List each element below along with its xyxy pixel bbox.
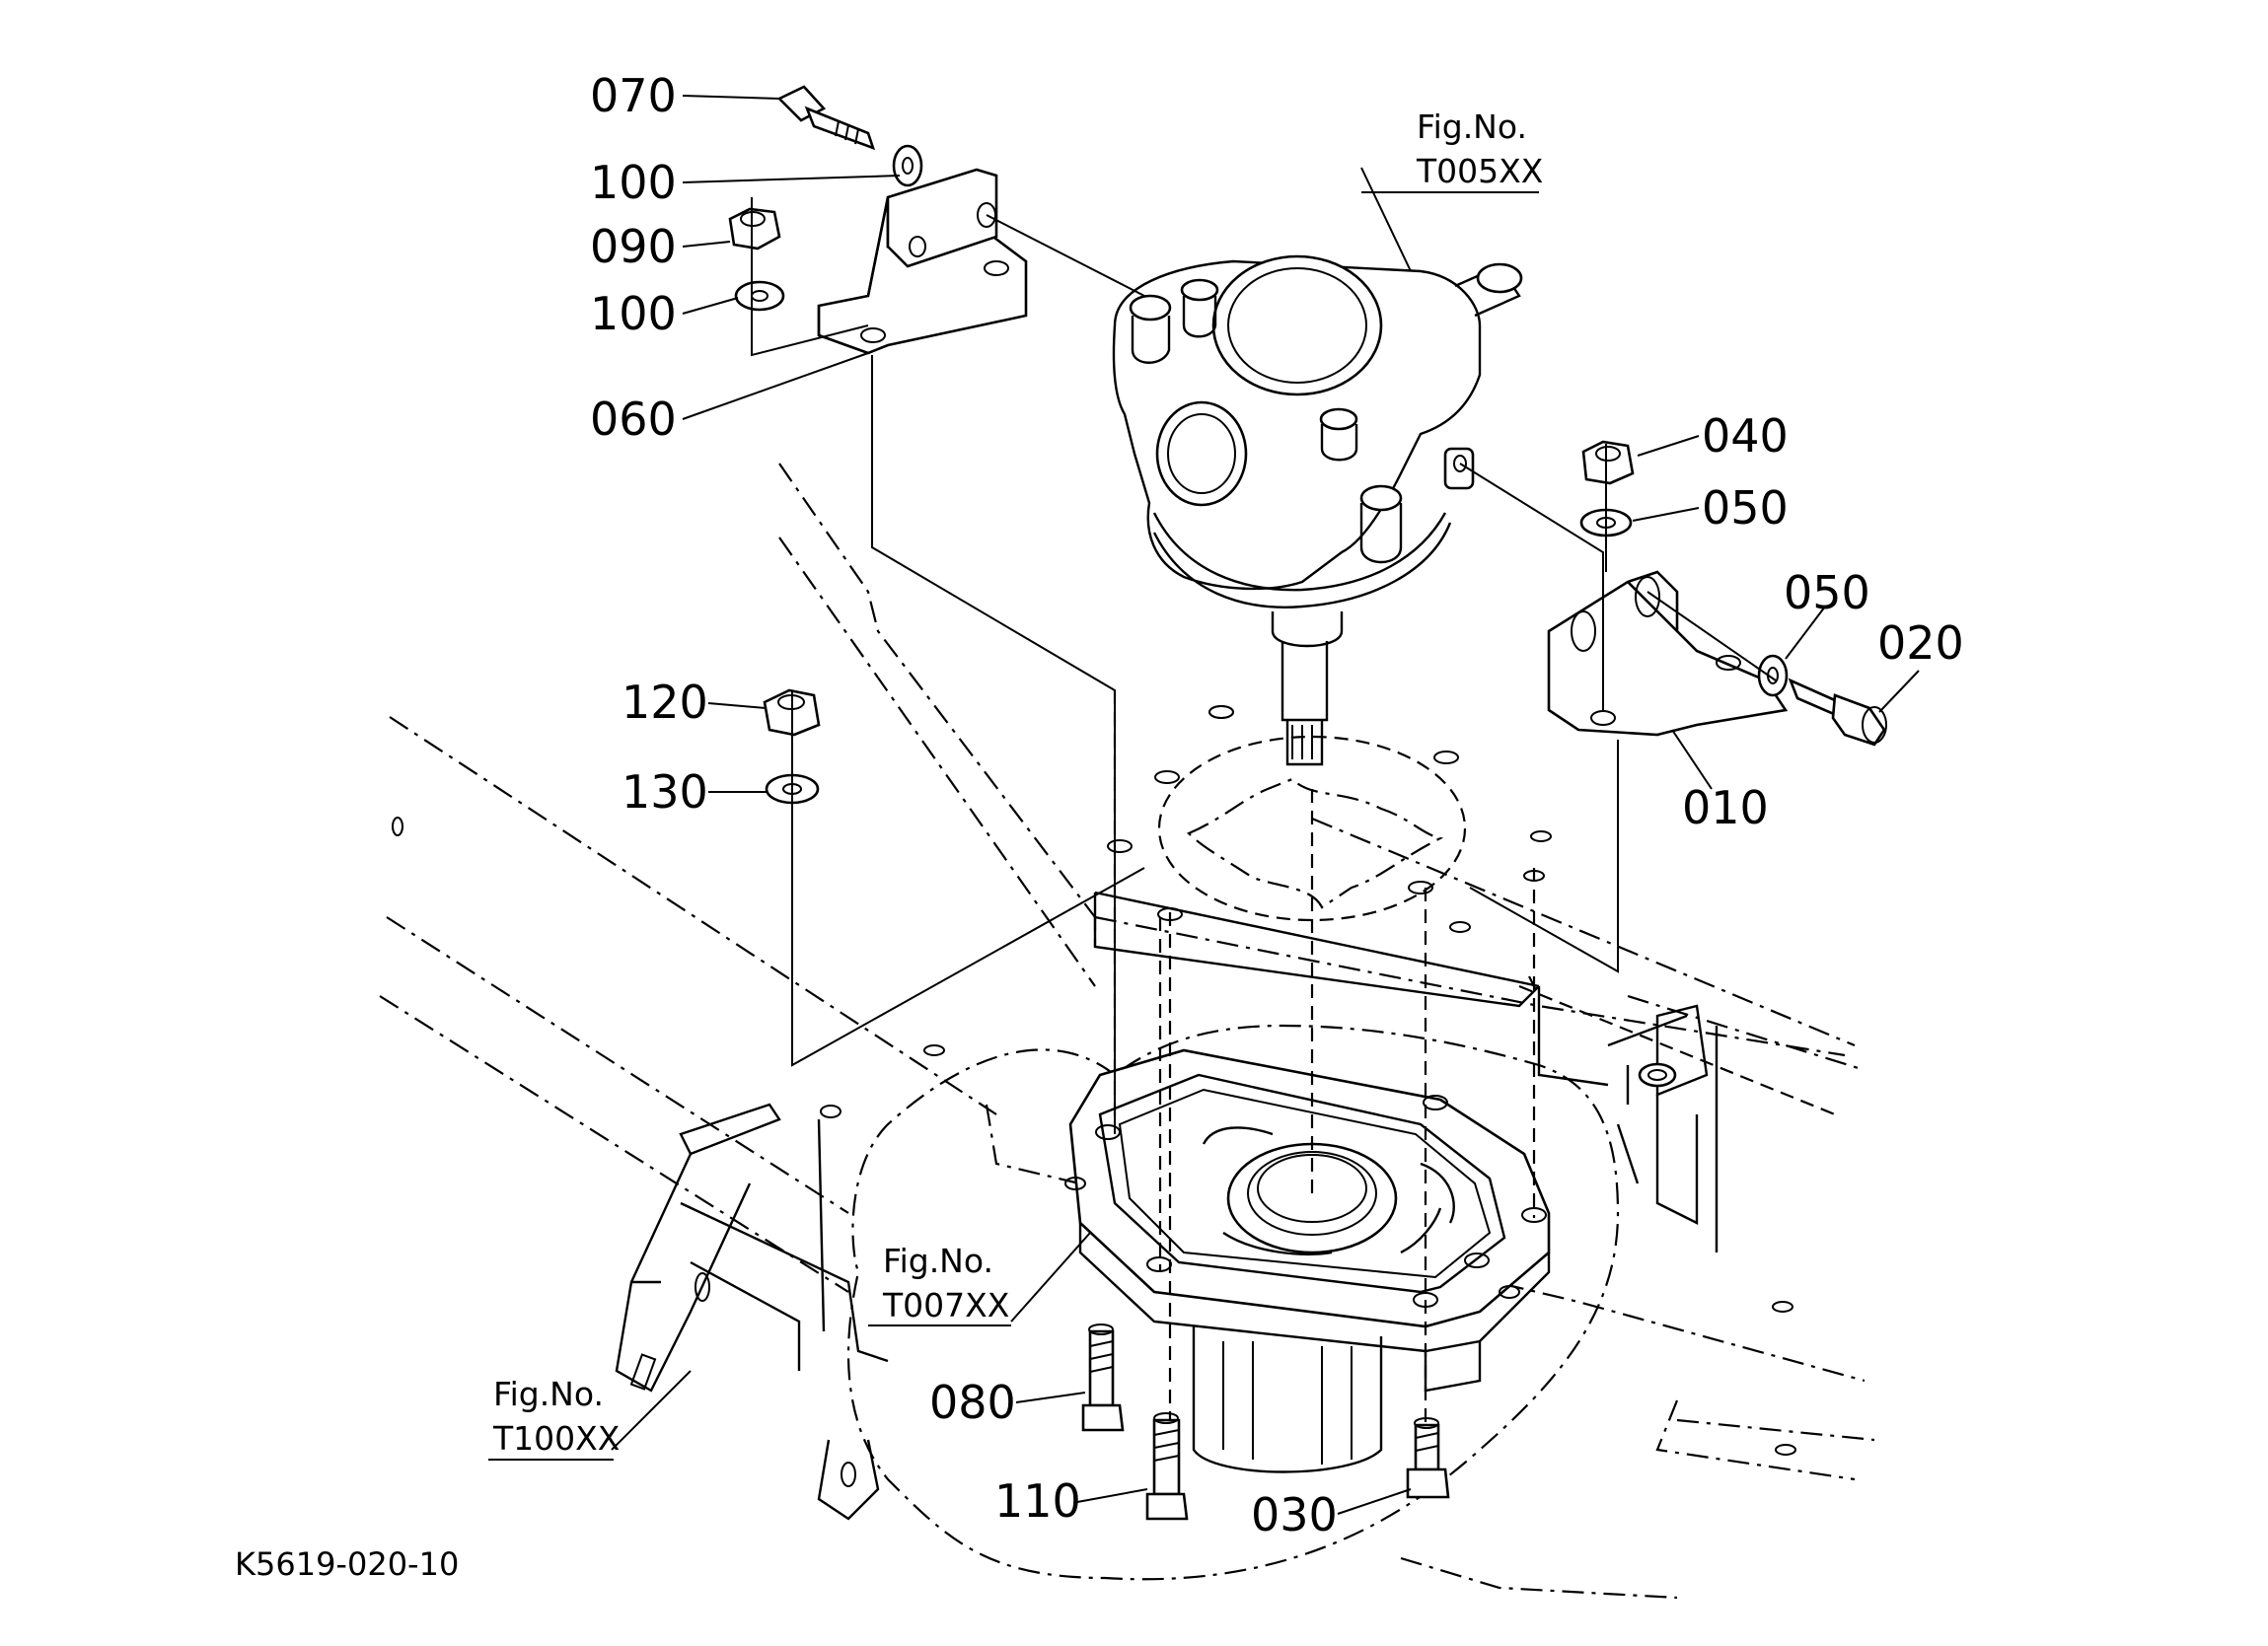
nut-090 (728, 207, 781, 250)
part-label-120[interactable]: 120 (622, 676, 708, 729)
part-label-050-upper[interactable]: 050 (1702, 481, 1789, 535)
part-label-110[interactable]: 110 (994, 1474, 1081, 1528)
washer-050-right (1757, 654, 1789, 697)
figure-ref-line1: Fig.No. (493, 1375, 604, 1413)
figure-ref-line2: T100XX (492, 1419, 620, 1458)
frame-outline (379, 463, 1875, 1600)
leader-lines (611, 95, 1920, 1515)
part-label-040[interactable]: 040 (1702, 409, 1789, 463)
bolt-070 (776, 85, 876, 151)
washer-100-lower (734, 280, 785, 312)
frame-arm (615, 1103, 889, 1521)
part-label-060[interactable]: 060 (590, 393, 677, 446)
part-label-010[interactable]: 010 (1682, 781, 1769, 834)
bolt-080 (1081, 1324, 1125, 1432)
part-label-030[interactable]: 030 (1251, 1488, 1338, 1541)
bolt-110 (1145, 1412, 1189, 1521)
bolt-030 (1406, 1417, 1450, 1499)
figure-ref-t007xx[interactable]: Fig.No. T007XX (868, 1242, 1011, 1326)
nut-040 (1581, 440, 1635, 485)
washer-100-upper (892, 144, 923, 187)
figure-ref-t005xx[interactable]: Fig.No. T005XX (1361, 107, 1543, 193)
part-label-130[interactable]: 130 (622, 765, 708, 819)
part-labels: 070 100 090 100 060 040 050 050 020 010 … (590, 69, 1964, 1541)
steering-valve-unit (1112, 254, 1523, 766)
part-label-100-upper[interactable]: 100 (590, 156, 677, 209)
drawing-code: K5619-020-10 (235, 1545, 459, 1583)
assembly-lines (751, 197, 1777, 1425)
figure-ref-line2: T005XX (1416, 152, 1543, 190)
figure-ref-line1: Fig.No. (883, 1242, 993, 1280)
bracket-010 (1547, 570, 1789, 737)
part-label-080[interactable]: 080 (929, 1376, 1016, 1429)
part-label-090[interactable]: 090 (590, 220, 677, 273)
part-label-020[interactable]: 020 (1877, 616, 1964, 670)
part-label-070[interactable]: 070 (590, 69, 677, 122)
figure-ref-line2: T007XX (882, 1286, 1009, 1324)
figure-ref-line1: Fig.No. (1417, 107, 1527, 146)
bolt-020 (1788, 678, 1887, 747)
bracket-060 (817, 168, 1028, 355)
figure-ref-t100xx[interactable]: Fig.No. T100XX (488, 1375, 620, 1461)
gasket (1107, 705, 1467, 922)
part-label-100-lower[interactable]: 100 (590, 287, 677, 340)
part-label-050-right[interactable]: 050 (1784, 566, 1870, 619)
